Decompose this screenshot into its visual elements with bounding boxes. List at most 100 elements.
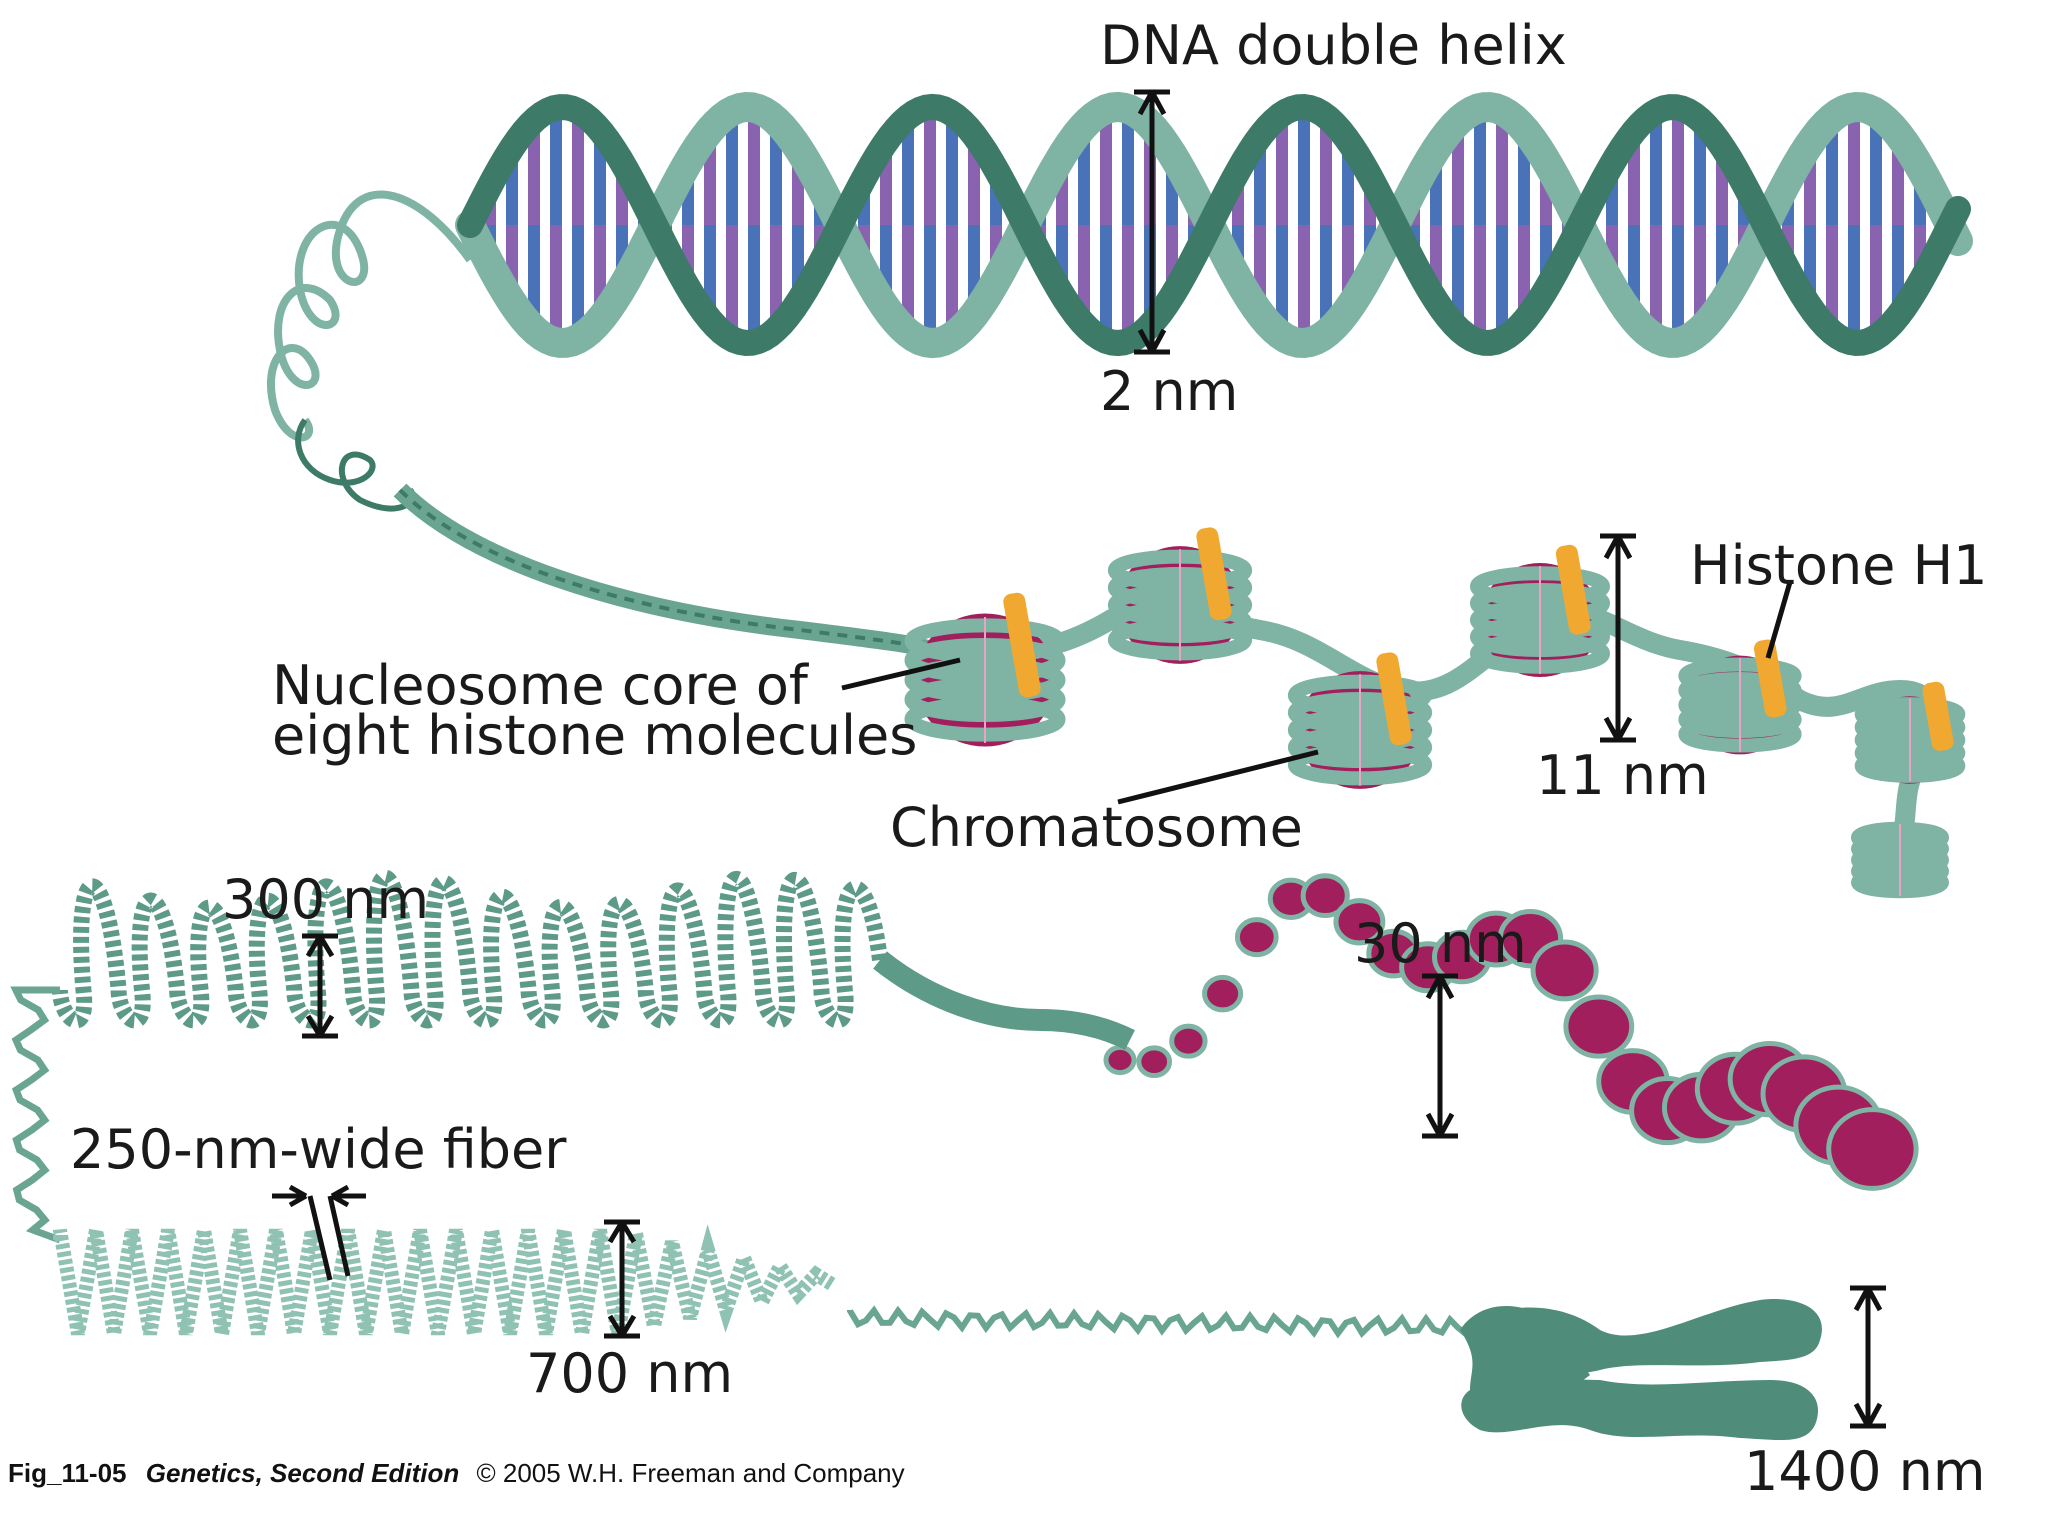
base-pair-half-a	[1298, 107, 1310, 225]
label-250nm-fiber: 250-nm-wide fiber	[70, 1118, 567, 1181]
base-pair-half-b	[1298, 225, 1310, 343]
base-pair-half-a	[1320, 116, 1332, 225]
base-pair-half-b	[1826, 225, 1838, 333]
base-pair-half-b	[1320, 225, 1332, 334]
base-pair-half-a	[528, 120, 540, 225]
base-pair-half-a	[1672, 107, 1684, 225]
label-300nm: 300 nm	[222, 868, 429, 931]
base-pair-half-b	[1474, 225, 1486, 343]
arrow-2nm	[1134, 89, 1170, 355]
fiber-bead	[1530, 939, 1599, 1002]
fiber-transition	[873, 951, 1135, 1050]
arrow-700nm	[604, 1219, 640, 1339]
dna-coil-tail-2	[295, 418, 416, 512]
zigzag-fiber-700	[53, 1224, 838, 1336]
fiber-bead	[1234, 917, 1279, 958]
fiber-bead	[1169, 1023, 1208, 1059]
caption-book: Genetics, Second Edition	[146, 1458, 460, 1488]
left-coil-connector	[10, 986, 62, 1244]
base-pair-half-a	[1870, 112, 1882, 225]
base-pair-half-b	[748, 225, 760, 343]
base-pair-half-a	[924, 107, 936, 225]
leader-chromatosome	[1117, 749, 1319, 805]
base-pair-half-a	[1100, 109, 1112, 225]
histone-h1	[1555, 544, 1591, 635]
histone-h1	[1196, 527, 1232, 621]
three-hundred-nm-fiber	[52, 869, 1135, 1050]
base-pair-half-b	[572, 225, 584, 339]
base-pair-half-b	[726, 225, 738, 339]
linker-helix-descent	[393, 483, 935, 659]
looped-fiber-300	[52, 869, 888, 1029]
metaphase-chromosome	[1460, 1299, 1822, 1441]
base-pair-half-b	[770, 225, 782, 330]
dimension-arrows	[272, 89, 1886, 1429]
label-30nm: 30 nm	[1354, 912, 1527, 975]
base-pair-half-a	[1276, 114, 1288, 225]
label-nucleosome-line2: eight histone molecules	[272, 704, 917, 767]
base-pair-half-b	[1650, 225, 1662, 339]
base-pair-half-b	[924, 225, 936, 343]
base-pair-half-a	[1650, 111, 1662, 225]
base-pair-half-b	[1694, 225, 1706, 331]
label-700nm: 700 nm	[526, 1342, 733, 1405]
fiber-bead	[1563, 994, 1635, 1059]
histone-h1	[1376, 652, 1412, 746]
dna-coil-tail	[266, 190, 474, 442]
fiber-bead	[1136, 1045, 1173, 1079]
histone-h1	[1753, 639, 1787, 718]
base-pair-half-b	[1496, 225, 1508, 340]
caption-copyright: © 2005 W.H. Freeman and Company	[476, 1458, 904, 1488]
label-chromatosome: Chromatosome	[890, 796, 1303, 859]
base-pair-half-b	[550, 225, 562, 343]
dna-double-helix	[266, 91, 1973, 512]
arrow-250nm-fiber	[272, 1184, 366, 1281]
arrow-11nm	[1600, 533, 1636, 743]
histone-h1	[1003, 592, 1041, 698]
linker-helix-descent-wiggle	[398, 488, 931, 652]
histone-h1	[1922, 681, 1954, 751]
arrow-300nm	[302, 933, 338, 1039]
base-pair-half-a	[946, 113, 958, 225]
base-pair-half-b	[1870, 225, 1882, 338]
base-pair-half-b	[902, 225, 914, 333]
caption-fig-id: Fig_11-05	[8, 1458, 127, 1488]
base-pair-half-a	[726, 111, 738, 225]
base-pair-half-a	[1122, 108, 1134, 225]
base-pair-half-b	[946, 225, 958, 337]
chromosome-left-arms	[1460, 1306, 1590, 1422]
leader-nucleosome-core	[841, 657, 961, 691]
base-pair-half-b	[1452, 225, 1464, 329]
fiber-bead	[1300, 873, 1350, 919]
base-pair-half-a	[748, 107, 760, 225]
base-pair-half-a	[902, 117, 914, 225]
figure-caption: Fig_11-05 Genetics, Second Edition © 200…	[8, 1458, 905, 1488]
thin-coil-to-chromosome	[847, 1305, 1468, 1339]
label-2nm: 2 nm	[1100, 360, 1238, 423]
nucleosome-fiber	[904, 527, 1966, 899]
base-pair-half-b	[1078, 225, 1090, 325]
base-pair-half-b	[1848, 225, 1860, 343]
fiber-bead	[1333, 898, 1386, 946]
base-pair-half-b	[1122, 225, 1134, 342]
base-pair-half-b	[1672, 225, 1684, 343]
base-pair-half-a	[572, 111, 584, 225]
base-pair-half-b	[1100, 225, 1112, 341]
base-pair-half-a	[1826, 117, 1838, 225]
base-pair-half-a	[550, 107, 562, 225]
fiber-bead	[1103, 1044, 1137, 1076]
label-dna-double-helix: DNA double helix	[1100, 14, 1567, 77]
base-pair-half-a	[1848, 107, 1860, 225]
leader-histone-h1	[1765, 581, 1793, 659]
dna-strand-b	[457, 93, 1971, 357]
seven-hundred-nm-fiber	[53, 1224, 1468, 1339]
base-pair-half-b	[1276, 225, 1288, 336]
base-pair-half-a	[1474, 107, 1486, 225]
fiber-bead	[1202, 974, 1244, 1013]
arrow-30nm	[1422, 973, 1458, 1139]
base-pair-half-a	[1496, 110, 1508, 225]
arrow-1400nm	[1850, 1285, 1886, 1429]
label-1400nm: 1400 nm	[1744, 1440, 1985, 1503]
base-pair-half-a	[1694, 119, 1706, 225]
